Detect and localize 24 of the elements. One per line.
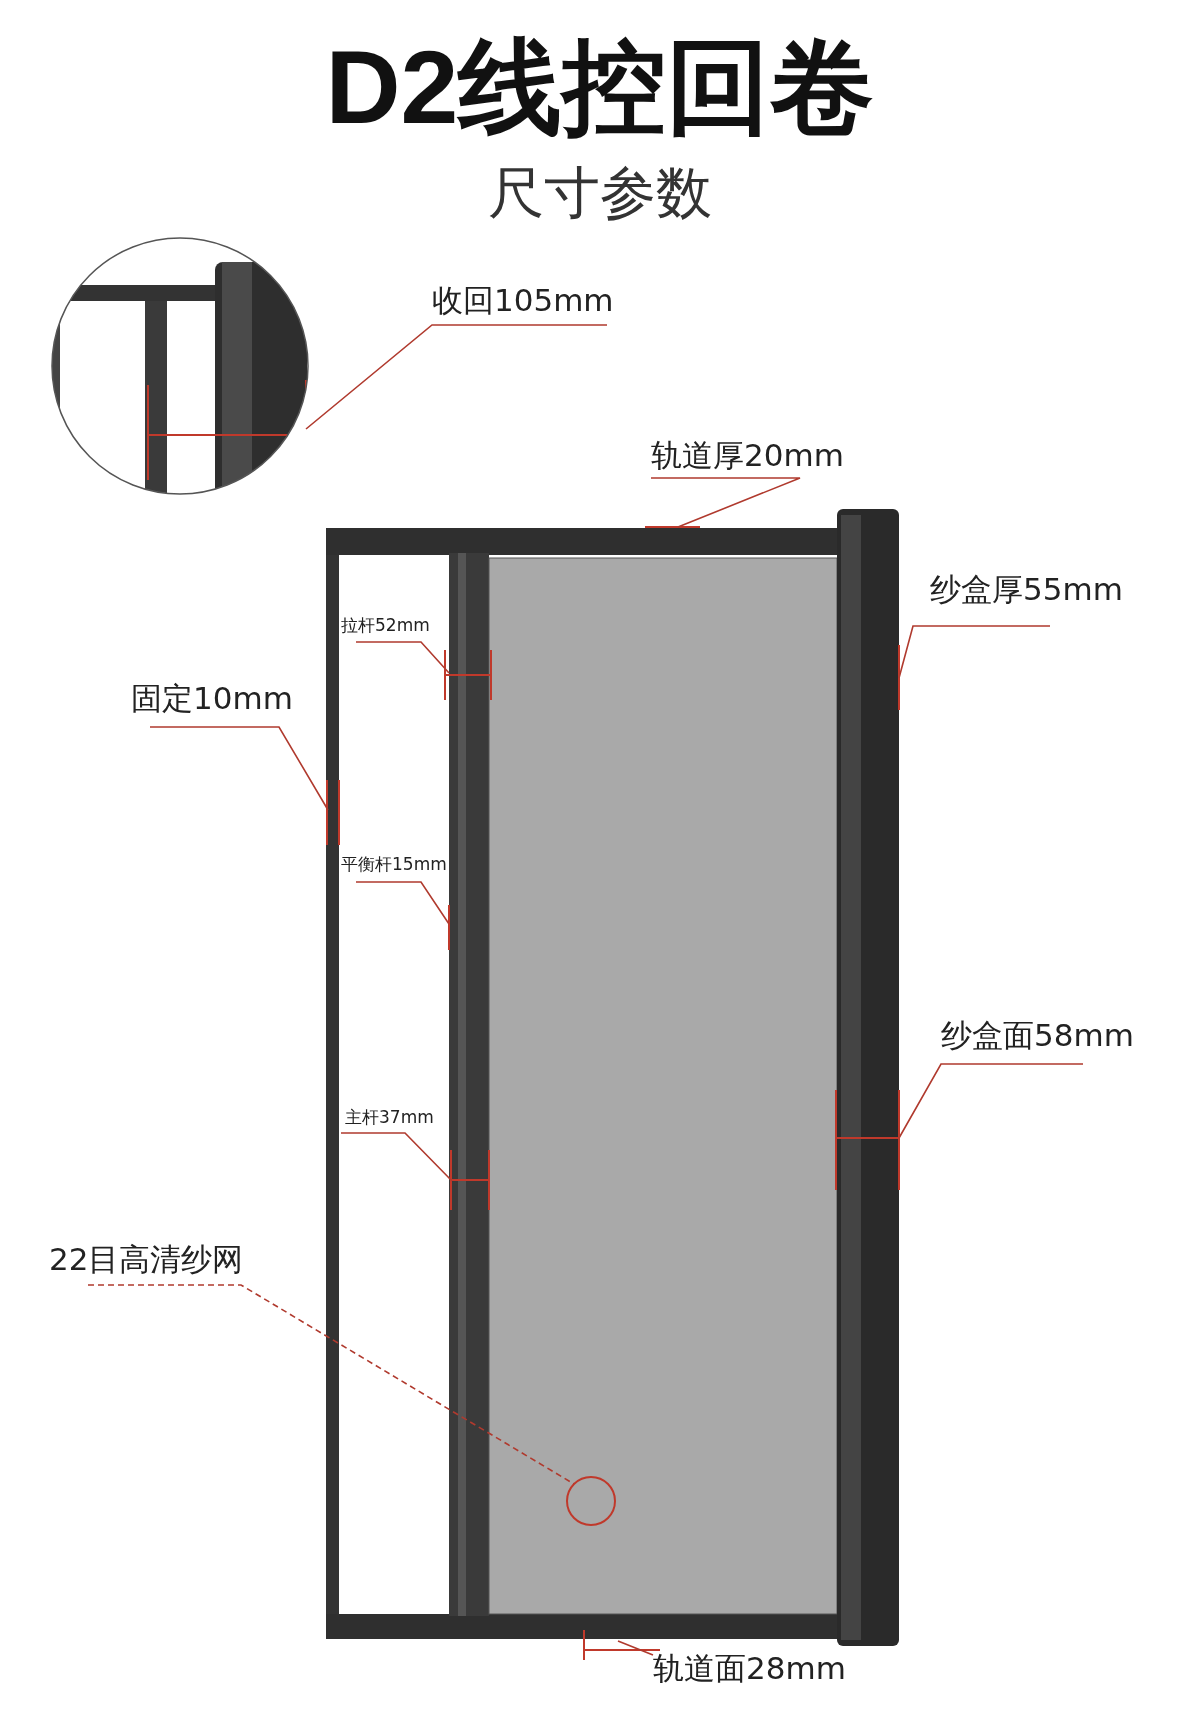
leader-line bbox=[650, 477, 801, 528]
dimension-label: 纱盒厚55mm bbox=[930, 574, 1123, 605]
leader-line bbox=[355, 881, 450, 925]
dimension-label: 平衡杆15mm bbox=[341, 856, 447, 873]
dimension-label: 轨道厚20mm bbox=[651, 440, 844, 471]
highlight-circle bbox=[566, 1476, 616, 1526]
leader-line bbox=[149, 726, 329, 811]
leader-line bbox=[87, 1284, 575, 1485]
leader-line bbox=[898, 625, 1051, 679]
dimension-label: 拉杆52mm bbox=[341, 617, 430, 634]
inset-detail-drawing bbox=[51, 237, 309, 495]
leader-line bbox=[617, 1640, 654, 1656]
subtitle: 尺寸参数 bbox=[487, 165, 713, 221]
dimension-label: 收回105mm bbox=[432, 285, 614, 316]
dimension-label: 固定10mm bbox=[131, 683, 293, 714]
leader-line bbox=[340, 1132, 453, 1182]
leader-line bbox=[898, 1063, 1084, 1139]
leader-line bbox=[305, 324, 608, 430]
dimension-label: 纱盒面58mm bbox=[941, 1020, 1134, 1051]
title: D2线控回卷 bbox=[324, 35, 876, 139]
dimension-label: 轨道面28mm bbox=[653, 1653, 846, 1684]
part-label: 22目高清纱网 bbox=[49, 1244, 244, 1275]
leader-line bbox=[355, 641, 450, 674]
dimension-label: 主杆37mm bbox=[345, 1109, 434, 1126]
